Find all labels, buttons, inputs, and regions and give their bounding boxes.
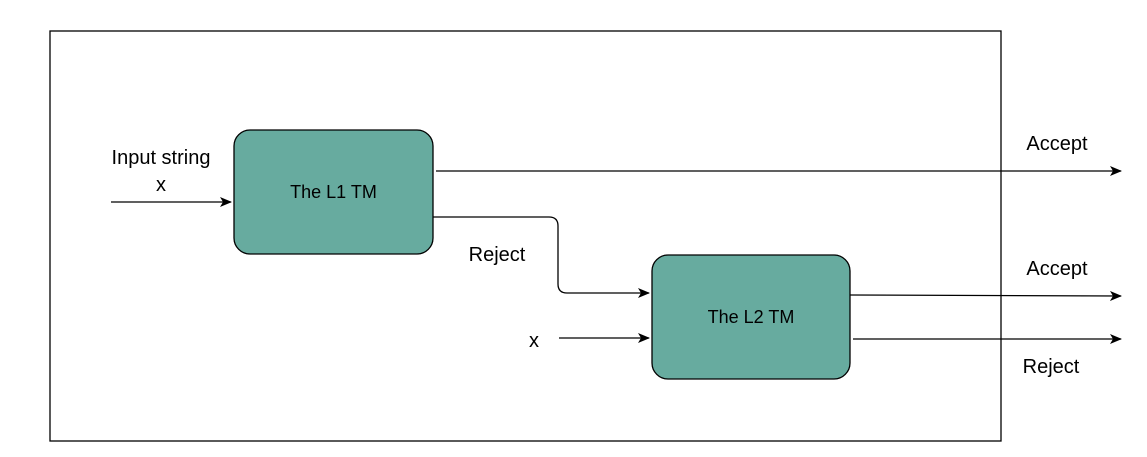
l1-tm-label: The L1 TM <box>290 182 377 202</box>
outer-frame <box>49 30 1002 442</box>
input-x-label: x <box>156 174 166 196</box>
l1-reject-arrow <box>433 216 650 298</box>
l1-reject-label: Reject <box>469 244 526 266</box>
l2-accept-arrow <box>849 290 1122 301</box>
l2-tm-label: The L2 TM <box>708 307 795 327</box>
l1-accept-label: Accept <box>1026 133 1088 155</box>
input-string-label: Input string <box>112 147 211 169</box>
l1-tm-box[interactable] <box>233 129 434 255</box>
l2-x-input-label: x <box>529 330 539 352</box>
l2-accept-label: Accept <box>1026 258 1088 280</box>
l2-tm-box[interactable] <box>651 254 851 380</box>
l2-reject-label: Reject <box>1023 356 1080 378</box>
